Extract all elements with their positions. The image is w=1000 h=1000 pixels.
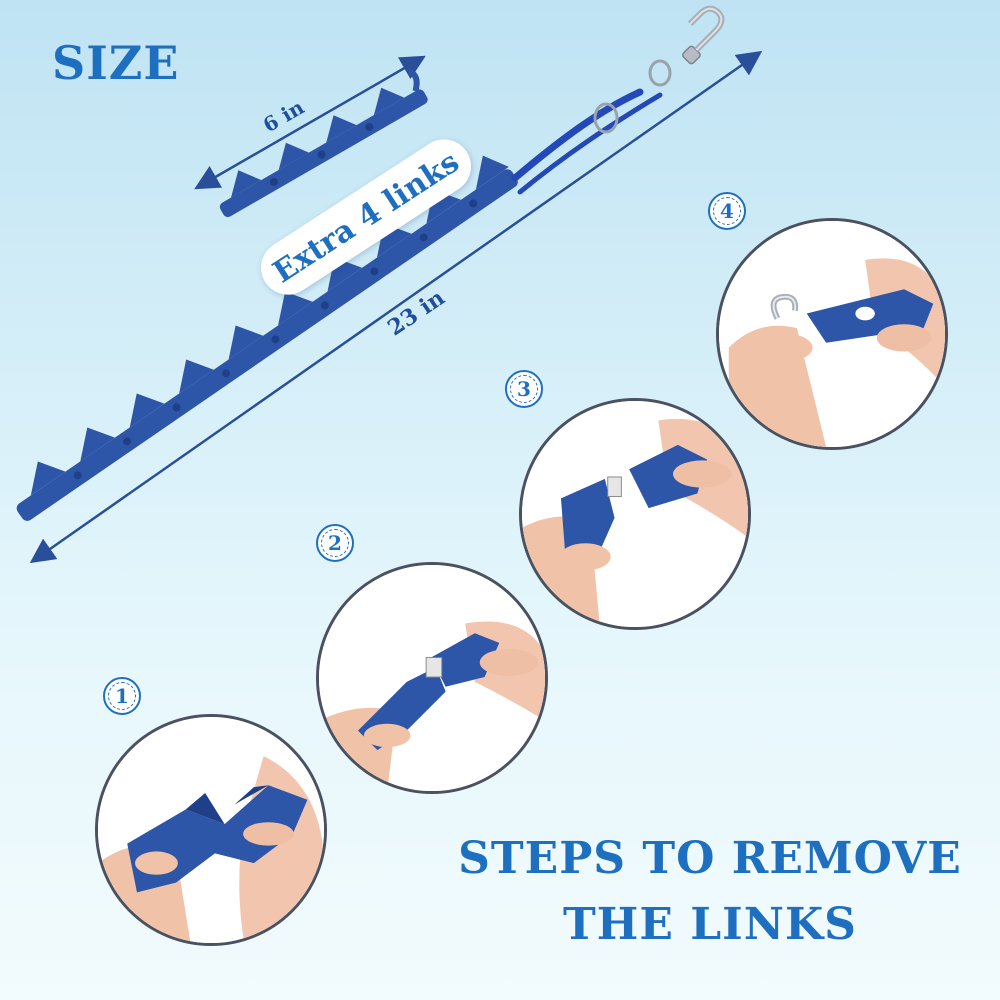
step-4-photo bbox=[716, 218, 948, 450]
hands-separating-links-image bbox=[319, 565, 545, 791]
steps-heading: STEPS TO REMOVE THE LINKS bbox=[420, 826, 1000, 958]
step-number-badge: 2 bbox=[316, 524, 354, 562]
steps-heading-line2: THE LINKS bbox=[563, 899, 857, 950]
hands-pulling-link-apart-image bbox=[522, 401, 748, 627]
step-3-photo bbox=[519, 398, 751, 630]
step-2-photo bbox=[316, 562, 548, 794]
step-number-badge: 1 bbox=[103, 677, 141, 715]
long-measure-arrow bbox=[29, 50, 763, 564]
extra-links-chain bbox=[219, 68, 428, 218]
steps-heading-line1: STEPS TO REMOVE bbox=[458, 833, 962, 884]
hands-bending-link-image bbox=[98, 717, 324, 943]
step-1-photo bbox=[95, 714, 327, 946]
full-chain bbox=[16, 5, 725, 521]
hand-removing-clip-image bbox=[719, 221, 945, 447]
